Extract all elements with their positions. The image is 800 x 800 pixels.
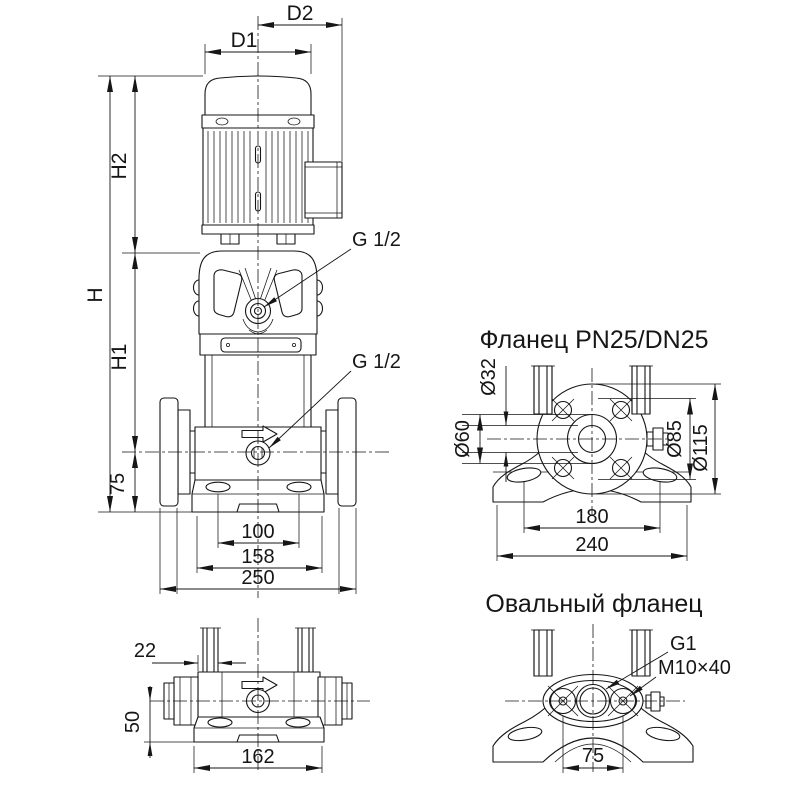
bottom-foot bbox=[193, 716, 325, 743]
terminal-box bbox=[304, 161, 343, 219]
dim-h1-label: H1 bbox=[108, 344, 131, 371]
dim-22-label: 22 bbox=[134, 640, 156, 662]
dim-d32-label: Ø32 bbox=[478, 358, 500, 396]
drain-port-label: G 1/2 bbox=[352, 351, 401, 373]
dim-180-label: 180 bbox=[575, 506, 608, 528]
motor bbox=[201, 75, 343, 245]
dim-d85-label: Ø85 bbox=[664, 420, 686, 458]
bottom-pipes bbox=[200, 627, 316, 673]
oval-view-title: Овальный фланец bbox=[485, 590, 702, 618]
dim-250-label: 250 bbox=[241, 567, 274, 589]
flange-pn25-view: Фланец PN25/DN25 bbox=[452, 326, 721, 561]
main-view: D2 D1 H H2 H1 75 100 158 250 G 1/2 G 1/2 bbox=[84, 2, 401, 598]
bottom-view: 22 50 162 bbox=[122, 618, 370, 773]
dim-162-label: 162 bbox=[241, 746, 274, 768]
main-dimensions: D2 D1 H H2 H1 75 100 158 250 G 1/2 G 1/2 bbox=[84, 2, 401, 594]
oval-pipes bbox=[531, 629, 653, 677]
flange-dimensions: Ø32 Ø60 Ø85 Ø115 180 240 bbox=[452, 358, 721, 561]
dim-d2-label: D2 bbox=[287, 2, 314, 25]
dim-75-label: 75 bbox=[107, 473, 129, 495]
dim-100-label: 100 bbox=[241, 521, 274, 543]
thread-label: G1 bbox=[670, 633, 697, 655]
bolt-label: M10×40 bbox=[658, 657, 731, 679]
dim-h-label: H bbox=[84, 287, 107, 302]
bolt-holes bbox=[551, 398, 633, 480]
flange-pipes bbox=[531, 365, 653, 415]
bottom-dimensions: 22 50 162 bbox=[122, 640, 323, 773]
oval-dimensions: G1 M10×40 75 bbox=[562, 633, 731, 773]
side-plug bbox=[645, 691, 665, 712]
dim-50-label: 50 bbox=[122, 711, 144, 733]
dim-240-label: 240 bbox=[575, 534, 608, 556]
flow-direction-arrow bbox=[241, 425, 278, 443]
dim-158-label: 158 bbox=[241, 546, 274, 568]
dim-d1-label: D1 bbox=[231, 29, 258, 52]
dim-d60-label: Ø60 bbox=[452, 420, 474, 458]
vent-port-label: G 1/2 bbox=[352, 229, 401, 251]
dim-oval-75-label: 75 bbox=[582, 745, 604, 767]
flow-direction-arrow bbox=[241, 676, 278, 694]
oval-flange-view: Овальный фланец bbox=[485, 590, 731, 773]
flange-view-title: Фланец PN25/DN25 bbox=[479, 326, 708, 354]
dim-h2-label: H2 bbox=[108, 153, 131, 180]
dim-d115-label: Ø115 bbox=[690, 424, 712, 471]
nameplate bbox=[220, 337, 302, 353]
bottom-body bbox=[197, 671, 321, 718]
